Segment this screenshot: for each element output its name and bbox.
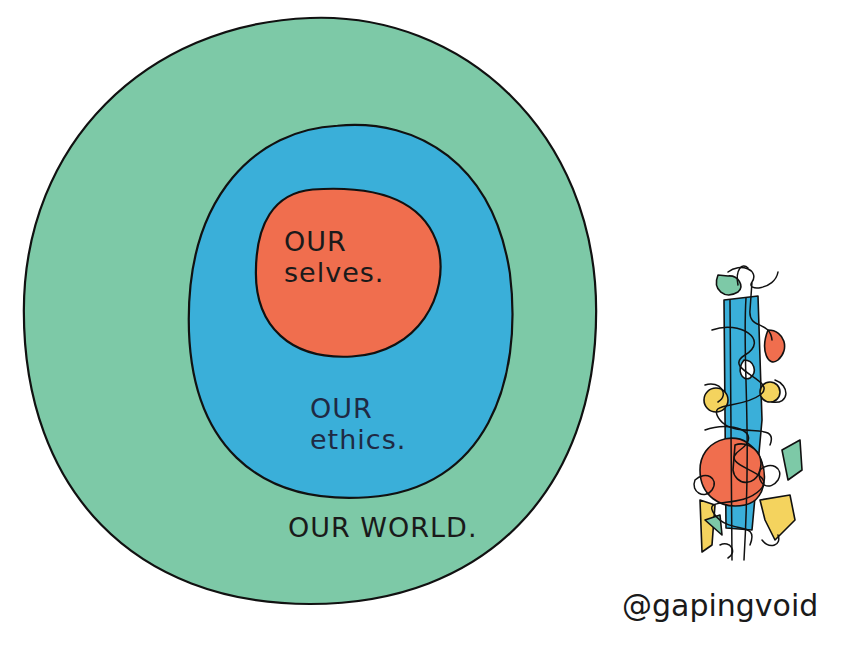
world-region: OUR WORLD. OUR ethics. OUR selves.: [18, 12, 602, 610]
region-label: OUR ethics.: [310, 393, 450, 455]
region-label: OUR selves.: [284, 226, 404, 288]
text-holder: OUR selves.: [284, 226, 424, 288]
signature-label: @gapingvoid: [622, 588, 818, 623]
text-holder: OUR ethics.: [310, 393, 470, 455]
text-holder: OUR WORLD.: [288, 512, 528, 543]
selves-core: OUR selves.: [250, 186, 446, 360]
region-label: OUR WORLD.: [288, 512, 477, 543]
ethics-region: OUR ethics. OUR selves.: [182, 118, 520, 505]
